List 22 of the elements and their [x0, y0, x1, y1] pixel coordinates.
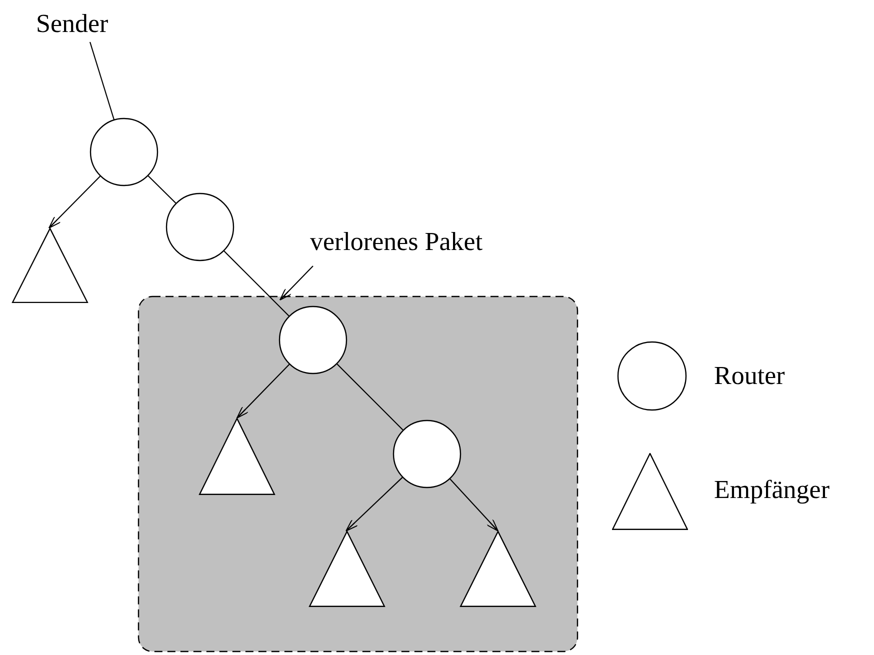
connector-line — [236, 364, 290, 418]
receiver-triangle — [199, 418, 275, 495]
node-label: verlorenes Paket — [310, 224, 483, 260]
connector-line — [89, 42, 114, 120]
legend-label: Router — [714, 360, 785, 392]
multicast-group-area — [138, 296, 578, 652]
connector-line — [148, 175, 176, 204]
node-label: Sender — [36, 6, 108, 42]
legend-label: Empfänger — [714, 474, 830, 506]
router-circle — [279, 306, 347, 374]
connector-line — [48, 176, 101, 228]
receiver-triangle — [12, 228, 88, 303]
connector-line — [346, 477, 403, 532]
router-circle — [393, 420, 461, 488]
router-circle — [90, 118, 158, 186]
connector-line — [450, 478, 498, 532]
connector-line — [336, 364, 404, 430]
router-circle — [166, 193, 234, 261]
receiver-triangle — [460, 531, 536, 607]
connector-line — [224, 250, 290, 316]
connector-line — [280, 266, 314, 300]
receiver-triangle — [309, 531, 385, 607]
